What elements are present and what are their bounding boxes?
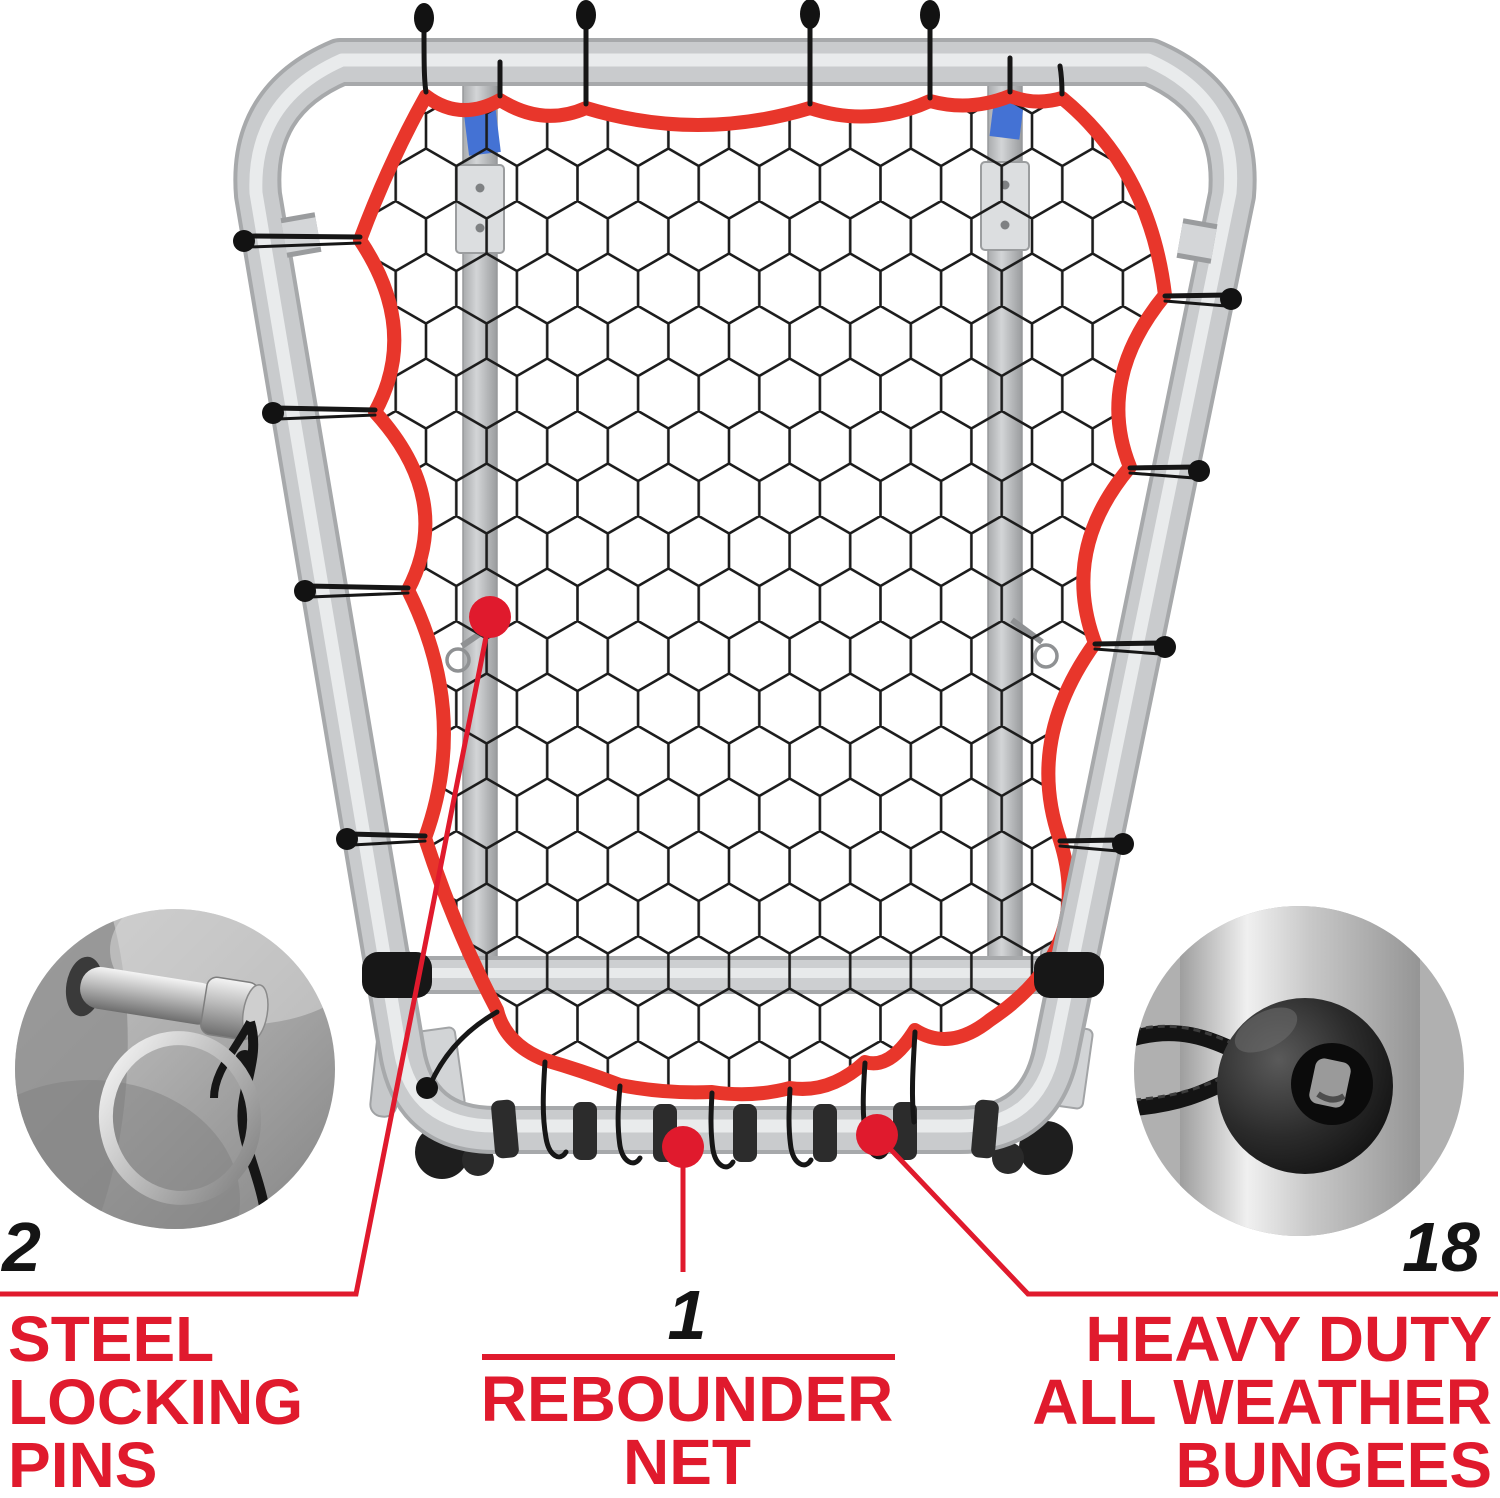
label-line: REBOUNDER — [480, 1363, 894, 1435]
inset-bungee-ball — [1134, 906, 1464, 1236]
bungee-ball-right-1 — [1220, 288, 1242, 310]
label-line: ALL WEATHER — [1032, 1366, 1492, 1438]
label-line: NET — [623, 1426, 751, 1498]
label-rebounder-net: REBOUNDER NET — [387, 1363, 987, 1498]
label-line: HEAVY DUTY — [1085, 1303, 1492, 1375]
wheel-right — [1019, 1121, 1073, 1175]
bungee-ball-top-4 — [920, 0, 940, 30]
bungee-ball-top-2 — [576, 0, 596, 30]
net-red-trim — [353, 89, 1172, 1102]
callout-dot-right — [856, 1114, 898, 1156]
main-frame — [233, 38, 1257, 1154]
pin-cord — [237, 1020, 271, 1229]
callout-dot-center — [662, 1126, 704, 1168]
crossbar-grip-right — [1034, 952, 1104, 998]
bungee-ball-left-3 — [294, 580, 316, 602]
bungee-ball-right-3 — [1154, 636, 1176, 658]
label-steel-locking-pins: STEEL LOCKING PINS — [8, 1303, 304, 1498]
callout-line-left — [0, 616, 493, 1297]
bungee-ball-left-4 — [336, 828, 358, 850]
label-line: BUNGEES — [1175, 1429, 1493, 1498]
rebounder-net — [353, 89, 1172, 1102]
label-line: PINS — [8, 1429, 158, 1498]
bungee-ball-left-2 — [262, 402, 284, 424]
count-rebounder-net: 1 — [667, 1276, 707, 1354]
count-steel-locking-pins: 2 — [2, 1208, 41, 1286]
bungee-cords — [233, 0, 1242, 1170]
bungee-ball-top-1 — [414, 3, 434, 33]
foot-right — [992, 1142, 1024, 1174]
bungee-ball-top-3 — [800, 0, 820, 29]
pin-ring — [98, 1031, 262, 1205]
count-bungees: 18 — [1402, 1208, 1480, 1286]
label-heavy-duty-bungees: HEAVY DUTY ALL WEATHER BUNGEES — [1032, 1303, 1493, 1498]
bungee-ball-left-1 — [233, 230, 255, 252]
callout-dot-left — [469, 596, 511, 638]
callout-markers — [0, 596, 1498, 1360]
label-line: STEEL — [8, 1303, 215, 1375]
bungee-ball-left-5 — [416, 1077, 438, 1099]
callout-line-right — [875, 1133, 1498, 1297]
bungee-ball-right-2 — [1188, 460, 1210, 482]
net-mesh — [360, 96, 1165, 1095]
bungee-ball-right-4 — [1112, 833, 1134, 855]
label-line: LOCKING — [8, 1366, 304, 1438]
